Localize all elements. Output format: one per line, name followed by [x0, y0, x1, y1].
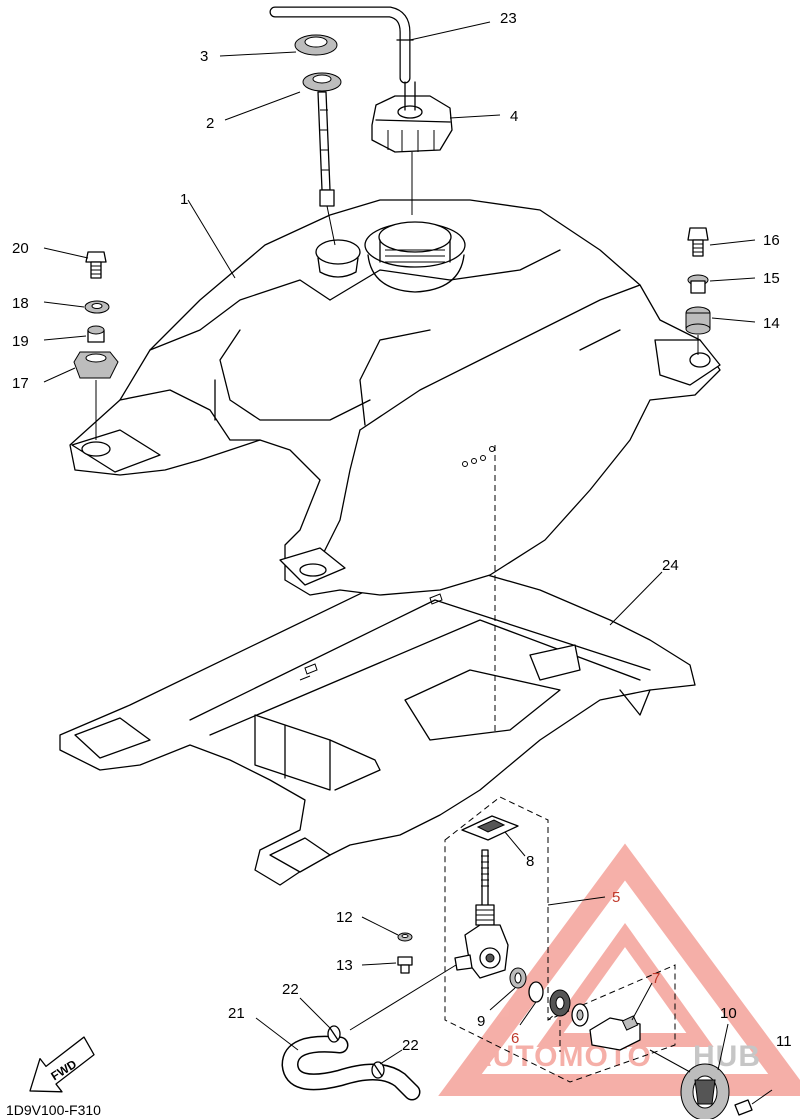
right-mount-hardware	[685, 227, 711, 355]
callout-2: 2	[206, 115, 214, 132]
callout-9: 9	[477, 1013, 485, 1030]
callout-22-lower: 22	[402, 1037, 419, 1054]
callout-8: 8	[526, 853, 534, 870]
callout-19: 19	[12, 333, 29, 350]
fuel-cap	[371, 81, 453, 215]
callout-7: 7	[652, 970, 660, 987]
callout-22-upper: 22	[282, 981, 299, 998]
callout-20: 20	[12, 240, 29, 257]
callout-10: 10	[720, 1005, 737, 1022]
left-mount-hardware	[73, 251, 119, 440]
callout-1: 1	[180, 191, 188, 208]
callout-3: 3	[200, 48, 208, 65]
callout-leaders	[43, 21, 756, 1071]
callout-12: 12	[336, 909, 353, 926]
callout-17: 17	[12, 375, 29, 392]
tank-bracket-plate	[59, 559, 696, 886]
callout-14: 14	[763, 315, 780, 332]
fuel-tank	[69, 199, 721, 596]
callout-21: 21	[228, 1005, 245, 1022]
gasket-ring	[294, 34, 338, 56]
callout-18: 18	[12, 295, 29, 312]
callout-23: 23	[500, 10, 517, 27]
callout-11: 11	[776, 1033, 792, 1050]
callout-13: 13	[336, 957, 353, 974]
fuel-cock-assembly	[349, 796, 773, 1119]
forward-arrow-icon: FWD	[29, 1036, 95, 1093]
callout-16: 16	[763, 232, 780, 249]
fuel-hose-and-clips	[281, 1025, 421, 1101]
callout-6: 6	[511, 1030, 519, 1047]
callout-labels: 1 2 3 4 5 6 7 8 9 10 11 12 13 14 15 16 1…	[12, 10, 792, 1054]
diagram-code: 1D9V100-F310	[6, 1102, 101, 1118]
callout-4: 4	[510, 108, 518, 125]
callout-5: 5	[612, 889, 620, 906]
callout-15: 15	[763, 270, 780, 287]
callout-24: 24	[662, 557, 679, 574]
fuel-gauge-sender	[302, 72, 342, 246]
